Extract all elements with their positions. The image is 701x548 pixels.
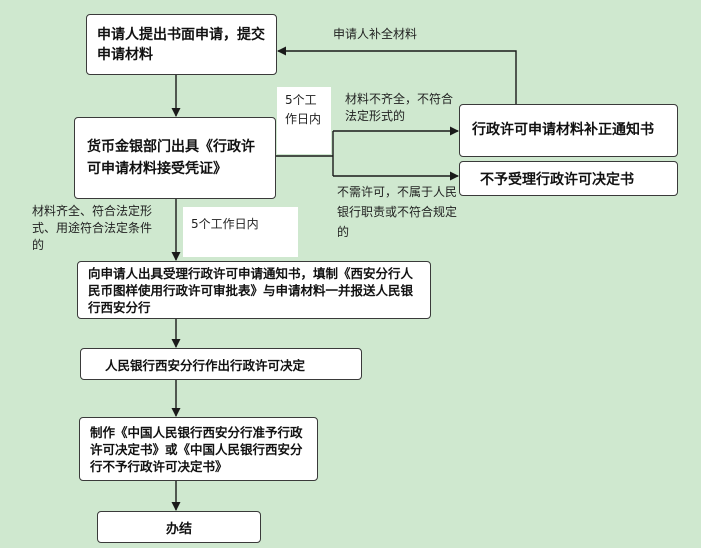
- label-five-days-a: 5个工作日内: [277, 87, 331, 154]
- node-make-doc: 制作《中国人民银行西安分行准予行政许可决定书》或《中国人民银行西安分行不予行政许…: [79, 417, 318, 481]
- node-make-doc-text: 制作《中国人民银行西安分行准予行政许可决定书》或《中国人民银行西安分行不予行政许…: [90, 424, 303, 474]
- node-decision-text: 人民银行西安分行作出行政许可决定: [105, 357, 306, 373]
- node-receipt-text: 货币金银部门出具《行政许可申请材料接受凭证》: [87, 139, 255, 177]
- node-receipt: 货币金银部门出具《行政许可申请材料接受凭证》: [74, 117, 276, 199]
- node-submit-text: 申请人提出书面申请，提交申请材料: [97, 26, 265, 63]
- label-complete: 材料齐全、符合法定形式、用途符合法定条件的: [32, 204, 153, 252]
- node-submit: 申请人提出书面申请，提交申请材料: [86, 14, 277, 75]
- label-five-days-b: 5个工作日内: [183, 207, 298, 257]
- node-not-accept: 不予受理行政许可决定书: [459, 161, 678, 196]
- node-accept-notice-text: 向申请人出具受理行政许可申请通知书，填制《西安分行人民币图样使用行政许可审批表》…: [88, 265, 414, 315]
- node-decision: 人民银行西安分行作出行政许可决定: [80, 348, 362, 380]
- node-not-accept-text: 不予受理行政许可决定书: [480, 171, 634, 188]
- node-supplement-notice-text: 行政许可申请材料补正通知书: [472, 122, 654, 138]
- node-done-text: 办结: [165, 521, 192, 537]
- arrow-resubmit-loop: [277, 46, 517, 104]
- node-done: 办结: [97, 511, 261, 543]
- label-incomplete: 材料不齐全，不符合法定形式的: [345, 92, 454, 123]
- node-accept-notice: 向申请人出具受理行政许可申请通知书，填制《西安分行人民币图样使用行政许可审批表》…: [77, 261, 431, 319]
- label-resubmit: 申请人补全材料: [333, 27, 418, 41]
- node-supplement-notice: 行政许可申请材料补正通知书: [459, 104, 678, 157]
- label-not-required: 不需许可，不属于人民银行职责或不符合规定的: [337, 185, 458, 239]
